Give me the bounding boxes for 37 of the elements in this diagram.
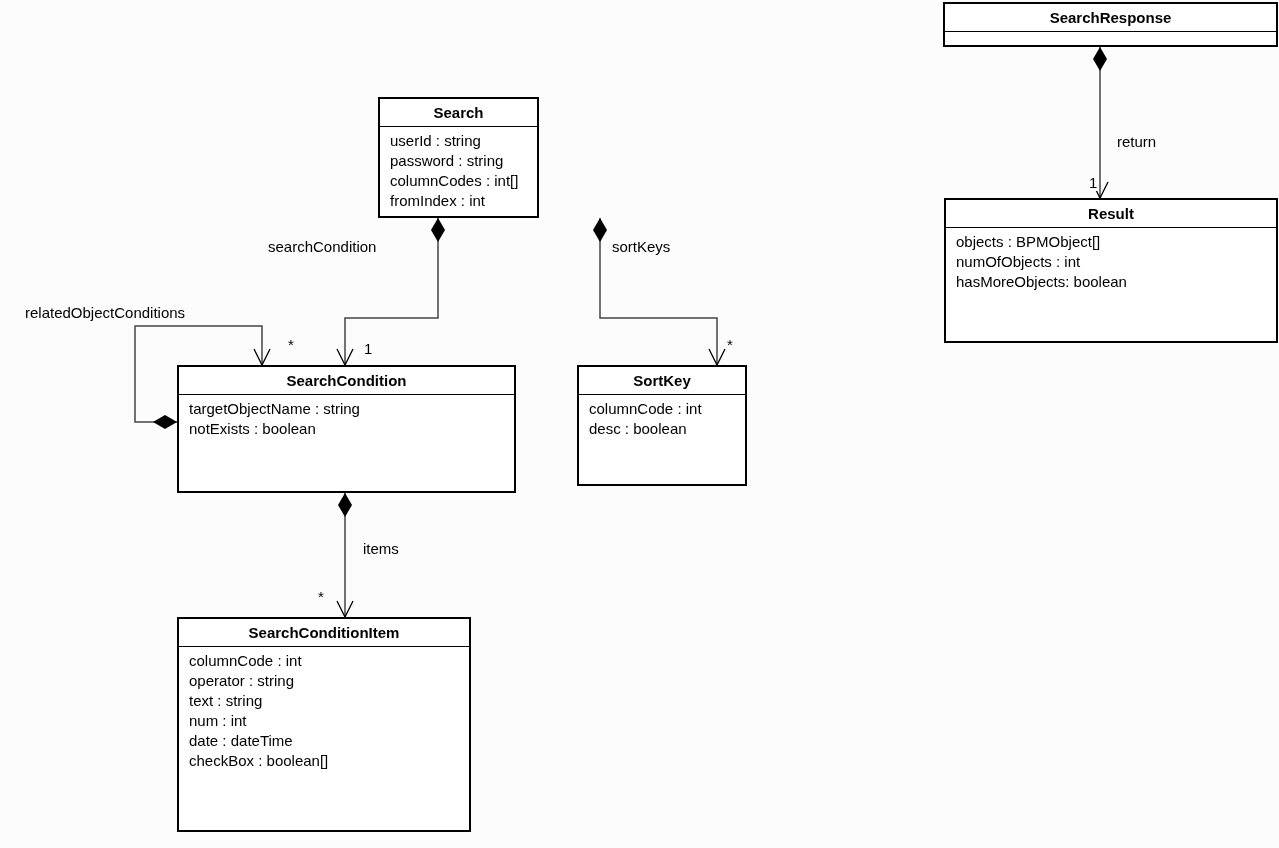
attribute-text: password : string [390, 151, 504, 171]
attribute-text: objects : BPMObject[] [956, 232, 1101, 252]
class-name: SearchResponse [1049, 9, 1172, 26]
class-name: SearchConditionItem [248, 624, 400, 641]
attribute-text: columnCode : int [589, 399, 702, 419]
composition-arrow [593, 217, 726, 366]
attribute-text: operator : string [189, 671, 295, 691]
attribute-text: date : dateTime [189, 731, 293, 751]
class-box [944, 198, 1278, 343]
class-name: Search [433, 104, 484, 121]
attribute-text: numOfObjects : int [956, 252, 1081, 272]
attribute-text: userId : string [390, 131, 481, 151]
composition-arrow [336, 217, 445, 366]
attribute-text: columnCodes : int[] [390, 171, 519, 191]
attribute-text: desc : boolean [589, 419, 687, 439]
composition-arrow [1091, 46, 1109, 199]
class-box [177, 617, 471, 832]
class-name: SearchCondition [286, 372, 407, 389]
class-box [177, 365, 516, 493]
class-box [577, 365, 747, 486]
class-name: Result [1088, 205, 1134, 222]
attribute-text: targetObjectName : string [189, 399, 360, 419]
attribute-text: num : int [189, 711, 247, 731]
attribute-text: hasMoreObjects: boolean [956, 272, 1127, 292]
attribute-text: checkBox : boolean[] [189, 751, 329, 771]
composition-arrow [336, 492, 354, 618]
attribute-text: columnCode : int [189, 651, 302, 671]
attribute-text: notExists : boolean [189, 419, 316, 439]
edge-label: items [363, 540, 399, 557]
attribute-text: fromIndex : int [390, 191, 486, 211]
edge-label: searchCondition [268, 238, 377, 255]
class-box [378, 97, 539, 218]
composition-arrow [134, 325, 271, 429]
edge-label: relatedObjectConditions [25, 304, 186, 321]
class-box [943, 2, 1278, 47]
class-name: SortKey [633, 372, 691, 389]
attribute-text: text : string [189, 691, 263, 711]
